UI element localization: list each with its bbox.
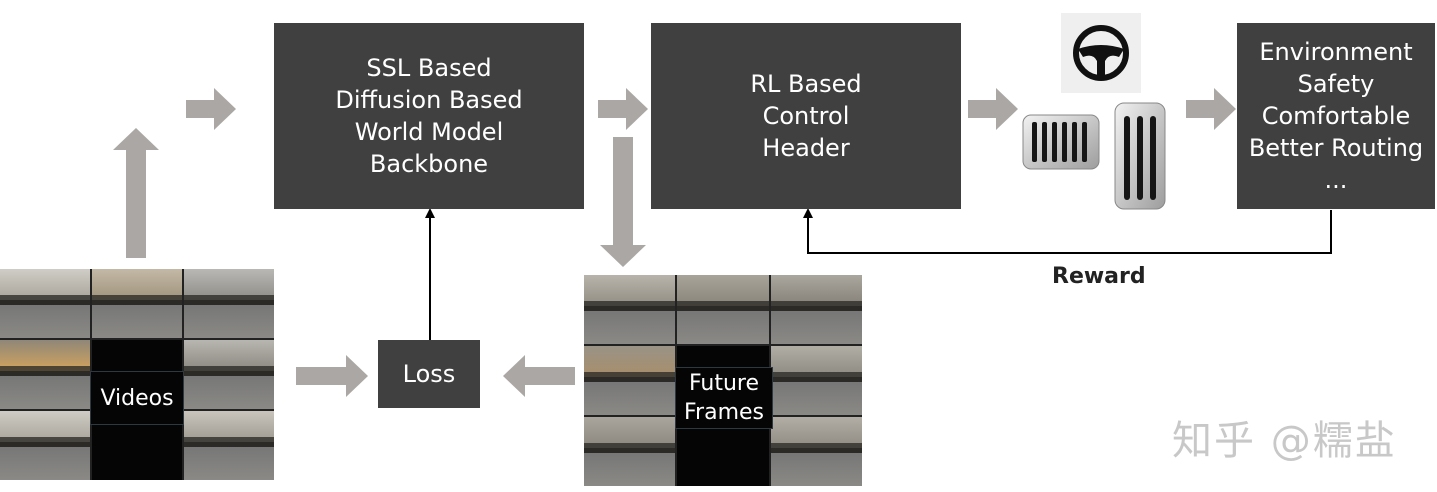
loss-box: Loss bbox=[378, 340, 480, 408]
world-model-backbone-box: SSL Based Diffusion Based World Model Ba… bbox=[274, 23, 584, 209]
backbone-line: SSL Based bbox=[366, 54, 492, 82]
pedal-icon bbox=[1114, 102, 1166, 210]
video-frame bbox=[0, 411, 90, 480]
down-arrow bbox=[600, 137, 646, 267]
right-arrow bbox=[296, 355, 368, 397]
future-frame bbox=[770, 275, 862, 344]
right-arrow bbox=[968, 88, 1018, 130]
backbone-line: Diffusion Based bbox=[335, 86, 523, 114]
right-arrow bbox=[186, 88, 236, 130]
control-line: Header bbox=[762, 134, 850, 162]
future-frame bbox=[584, 346, 676, 415]
videos-label: Videos bbox=[100, 385, 174, 411]
future-frame bbox=[677, 275, 769, 344]
future-frame bbox=[584, 275, 676, 344]
future-frame bbox=[770, 346, 862, 415]
video-frame bbox=[0, 269, 90, 338]
watermark: 知乎 @糯盐 bbox=[1172, 418, 1397, 464]
control-header-box: RL Based Control Header bbox=[651, 23, 961, 209]
videos-grid bbox=[0, 269, 274, 480]
right-arrow bbox=[1186, 88, 1236, 130]
environment-line: Better Routing bbox=[1248, 134, 1424, 162]
backbone-line: Backbone bbox=[369, 150, 489, 178]
backbone-line: World Model bbox=[354, 118, 504, 146]
control-line: Control bbox=[762, 102, 850, 130]
video-frame bbox=[184, 340, 274, 409]
video-frame bbox=[0, 340, 90, 409]
future-frames-label-box: Future Frames bbox=[675, 367, 773, 429]
video-frame bbox=[184, 269, 274, 338]
environment-line: Comfortable bbox=[1261, 102, 1411, 130]
environment-line: Safety bbox=[1297, 70, 1375, 98]
videos-label-box: Videos bbox=[90, 371, 184, 425]
loss-label: Loss bbox=[402, 360, 456, 388]
up-arrow bbox=[113, 128, 159, 258]
future-label-line: Frames bbox=[683, 400, 764, 425]
right-arrow bbox=[598, 88, 648, 130]
environment-box: Environment Safety Comfortable Better Ro… bbox=[1237, 23, 1435, 209]
environment-line: Environment bbox=[1259, 38, 1413, 66]
video-frame bbox=[92, 269, 182, 338]
future-label-line: Future bbox=[688, 371, 760, 396]
pedal-icon bbox=[1022, 114, 1100, 170]
future-frame bbox=[584, 417, 676, 486]
left-arrow bbox=[503, 355, 575, 397]
control-line: RL Based bbox=[750, 70, 862, 98]
steering-wheel-icon bbox=[1061, 13, 1141, 93]
environment-line: ... bbox=[1324, 166, 1348, 194]
future-frame bbox=[770, 417, 862, 486]
reward-label: Reward bbox=[1052, 264, 1146, 289]
video-frame bbox=[184, 411, 274, 480]
